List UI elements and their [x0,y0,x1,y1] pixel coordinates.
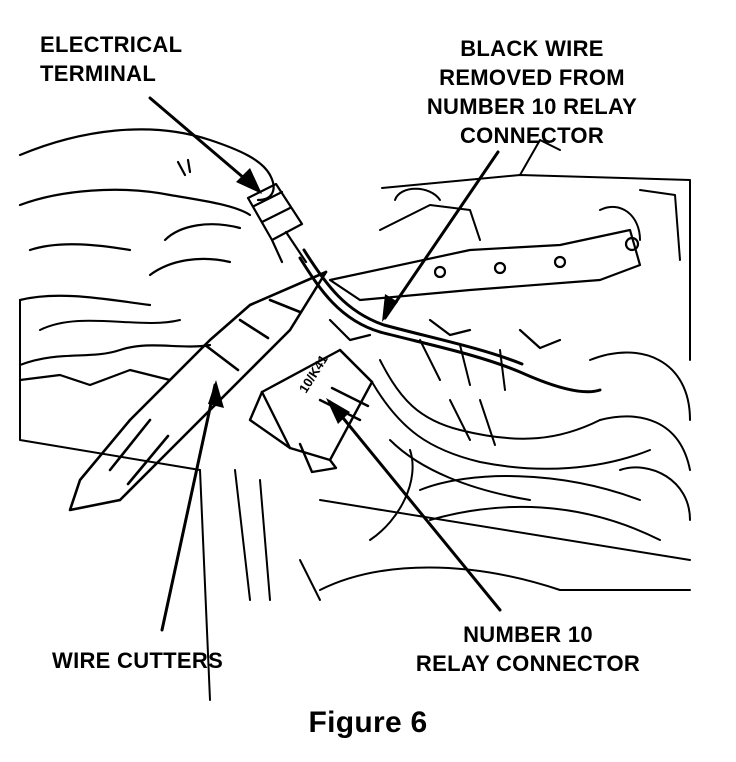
black-wire-label-line-3: NUMBER 10 RELAY [426,94,638,119]
relay-connector-label: NUMBER 10 RELAY CONNECTOR [368,620,688,678]
leader-arrows [148,96,502,632]
black-wire-label: BLACK WIRE REMOVED FROM NUMBER 10 RELAY … [392,34,672,150]
electrical-terminal-label-line-1: ELECTRICAL [40,32,183,57]
black-wire-label-line-2: REMOVED FROM [439,65,625,90]
electrical-terminal-label: ELECTRICAL TERMINAL [40,30,182,88]
arrowheads [208,168,398,424]
black-wire-label-line-4: CONNECTOR [459,123,605,148]
black-wire-label-line-1: BLACK WIRE [460,36,604,61]
electrical-terminal-label-line-2: TERMINAL [40,61,157,86]
hand-illustration [18,128,275,307]
relay-bracket [18,228,642,387]
relay-connector-label-line-2: RELAY CONNECTOR [415,651,641,676]
engine-bay-background [19,139,691,701]
electrical-terminal-part [246,182,308,264]
relay-connector-label-line-1: NUMBER 10 [463,622,593,647]
relay-connector-part [248,348,374,474]
figure-caption: Figure 6 [308,706,428,739]
wire-cutters-label: WIRE CUTTERS [52,648,224,673]
connector-marking: 10/K41 [296,352,331,396]
wiring-harness [369,339,651,541]
black-wire [298,248,602,394]
wire-cutters-tool [68,270,328,512]
